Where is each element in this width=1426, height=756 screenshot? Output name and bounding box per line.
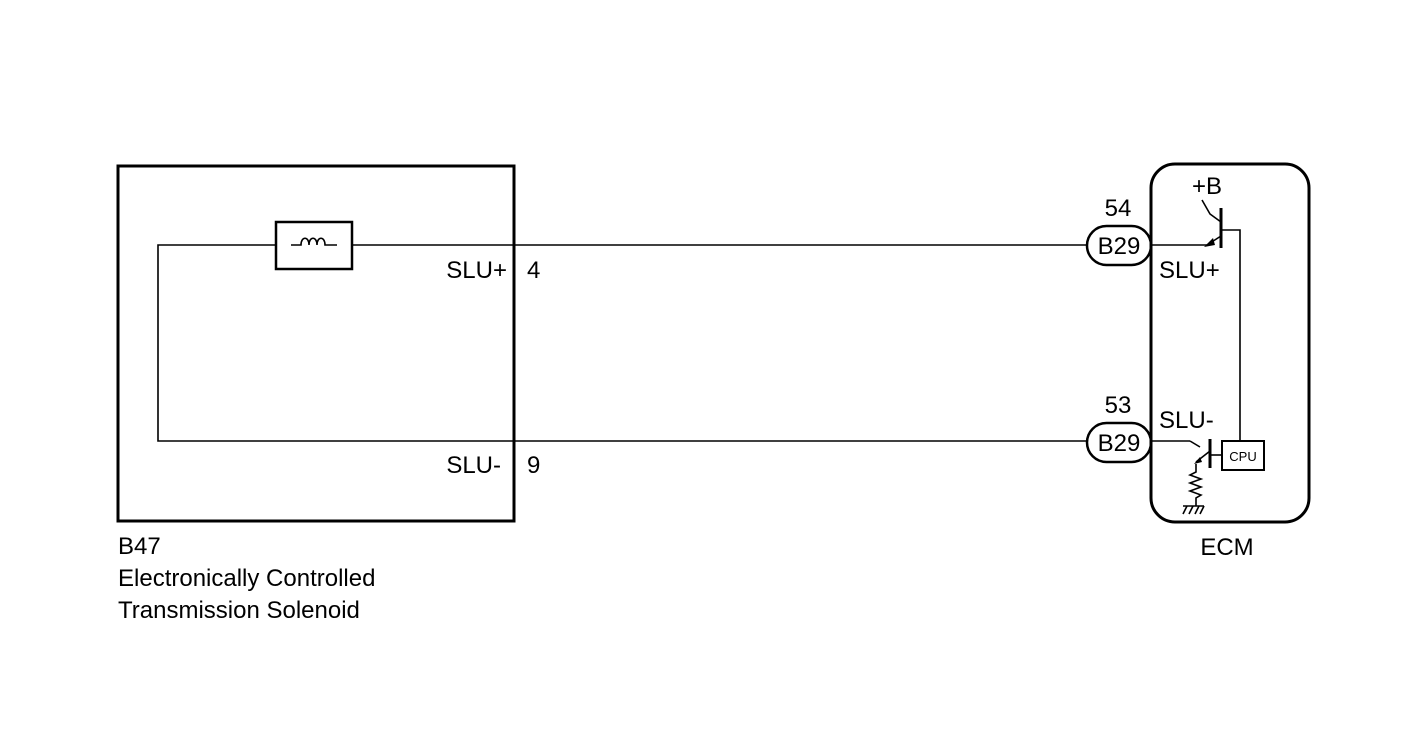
solenoid-pin-top-label: SLU+ bbox=[446, 257, 507, 284]
ground-icon bbox=[1182, 505, 1205, 515]
connector-bottom: 53 B29 bbox=[1085, 392, 1153, 464]
solenoid-pin-bottom-label: SLU- bbox=[446, 452, 501, 479]
low-side-transistor-icon bbox=[1151, 439, 1222, 468]
solenoid-name-line1: Electronically Controlled bbox=[118, 565, 375, 592]
coil-icon bbox=[291, 237, 337, 246]
solenoid-box bbox=[116, 164, 516, 523]
cpu-label: CPU bbox=[1229, 449, 1256, 464]
connector-top: 54 B29 bbox=[1085, 195, 1153, 267]
resistor-icon bbox=[1187, 464, 1204, 506]
ecm-pin-bottom-label: SLU- bbox=[1159, 407, 1214, 434]
solenoid-name-line2: Transmission Solenoid bbox=[118, 597, 360, 624]
ecm-supply-label: +B bbox=[1192, 173, 1222, 200]
high-side-transistor-icon bbox=[1151, 199, 1241, 441]
connector-bottom-pin: 53 bbox=[1105, 392, 1132, 419]
solenoid-code: B47 bbox=[118, 533, 161, 560]
solenoid-internal-wiring bbox=[157, 220, 514, 442]
ecm-box bbox=[1149, 162, 1311, 524]
ecm-pin-top-label: SLU+ bbox=[1159, 257, 1220, 284]
coil-symbol-box bbox=[274, 220, 354, 271]
connector-bottom-code: B29 bbox=[1098, 430, 1141, 457]
connector-top-code: B29 bbox=[1098, 233, 1141, 260]
solenoid-pin-top-number: 4 bbox=[527, 257, 540, 284]
ecm-name: ECM bbox=[1200, 534, 1253, 561]
solenoid-pin-bottom-number: 9 bbox=[527, 452, 540, 479]
cpu-block: CPU bbox=[1221, 440, 1265, 471]
connector-top-pin: 54 bbox=[1105, 195, 1132, 222]
